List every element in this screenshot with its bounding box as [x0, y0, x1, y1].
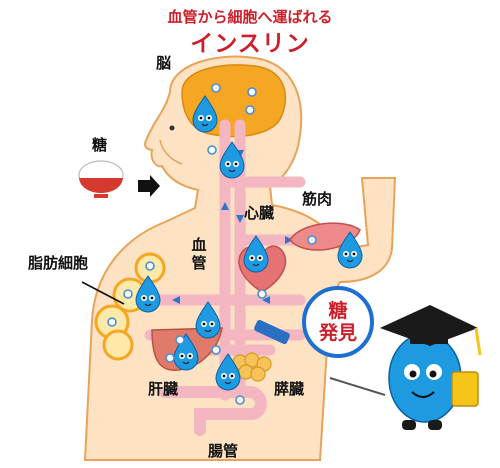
label-brain: 脳 [156, 54, 172, 72]
label-blood-vessel: 血管 [191, 236, 207, 272]
label-muscle: 筋肉 [302, 190, 333, 208]
label-fat-cells: 脂肪細胞 [28, 254, 89, 272]
intestine [159, 386, 267, 436]
badge-line-2: 発見 [318, 322, 357, 344]
badge-line-1: 糖 [328, 300, 348, 322]
label-sugar: 糖 [92, 136, 108, 154]
sugar-found-badge: 糖 発見 [302, 286, 374, 358]
label-pancreas: 膵臓 [274, 380, 305, 398]
label-liver: 肝臓 [148, 380, 179, 398]
label-heart: 心臓 [244, 204, 275, 222]
rice-bowl-icon [78, 160, 124, 198]
diagram-title: インスリン [190, 31, 310, 57]
sugar-arrow-icon [138, 175, 160, 197]
pointer-pen [254, 319, 290, 345]
professor-drop-character [329, 305, 482, 430]
pancreas [232, 352, 272, 382]
label-intestine: 腸管 [208, 442, 239, 460]
fat-label-arrow [81, 281, 125, 305]
diagram-subtitle: 血管から細胞へ運ばれる [167, 8, 333, 26]
